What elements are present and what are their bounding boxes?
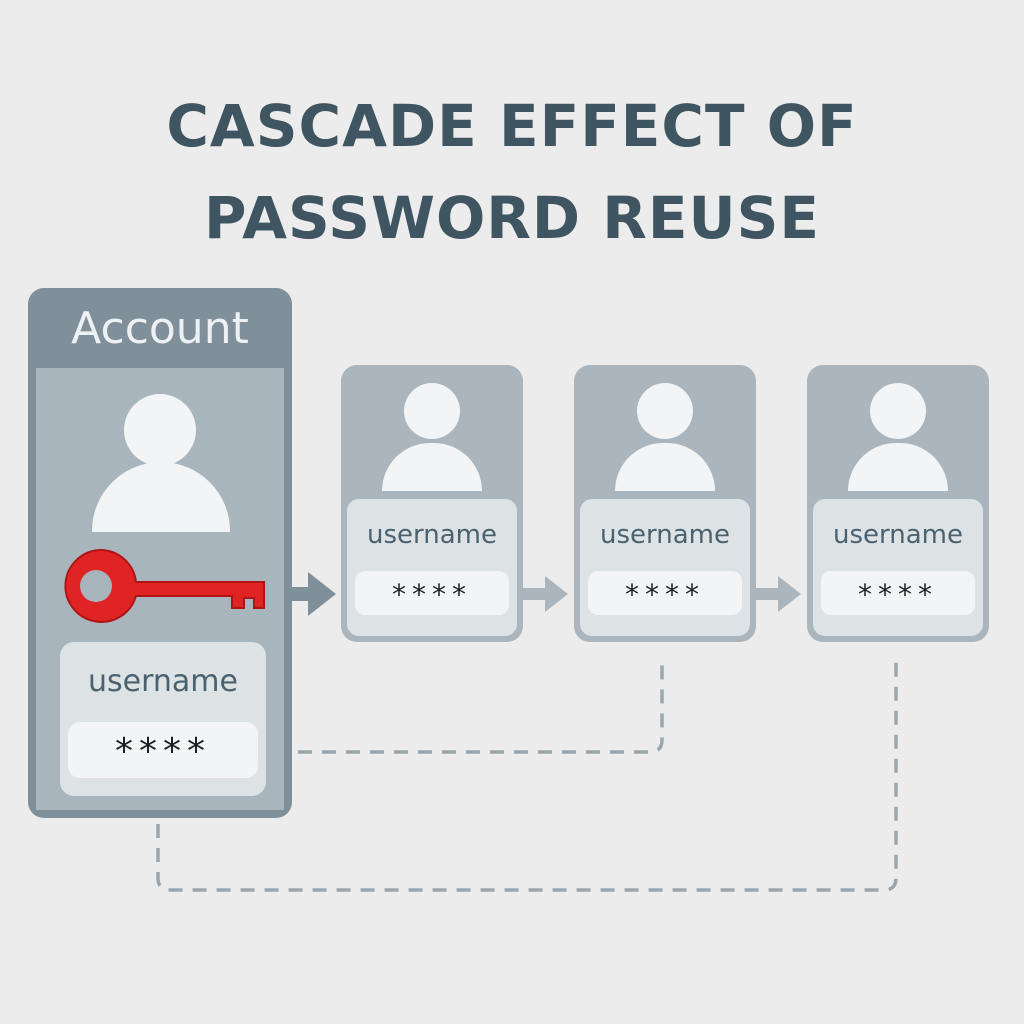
main-account-credentials: username **** [60,642,266,796]
avatar-head [870,383,926,439]
main-account-card: Account username **** [28,288,292,818]
account-credentials: username **** [347,499,517,636]
dashed-link-main-to-account-2 [298,656,664,754]
password-field: **** [821,571,975,615]
username-label: username [367,520,497,550]
avatar-body [615,443,715,491]
username-label: username [600,520,730,550]
avatar-head [637,383,693,439]
avatar-body [92,462,230,532]
diagram-title: CASCADE EFFECT OF PASSWORD REUSE [0,80,1024,264]
account-card: username **** [574,365,756,642]
key-icon [64,548,265,623]
account-credentials: username **** [580,499,750,636]
account-card: username **** [807,365,989,642]
account-card: username **** [341,365,523,642]
arrow-account-1-to-account-2 [522,576,568,612]
avatar-head [124,394,196,466]
title-line-2: PASSWORD REUSE [203,184,821,252]
dashed-link-main-to-account-3 [156,656,898,892]
password-field: **** [588,571,742,615]
username-label: username [88,664,238,699]
main-account-header: Account [71,303,249,354]
avatar-head [404,383,460,439]
main-account-body: username **** [36,368,284,810]
password-field: **** [355,571,509,615]
avatar-body [848,443,948,491]
avatar-body [382,443,482,491]
password-field: **** [68,722,258,778]
account-credentials: username **** [813,499,983,636]
arrow-account-2-to-account-3 [755,576,801,612]
title-line-1: CASCADE EFFECT OF [166,92,858,160]
username-label: username [833,520,963,550]
